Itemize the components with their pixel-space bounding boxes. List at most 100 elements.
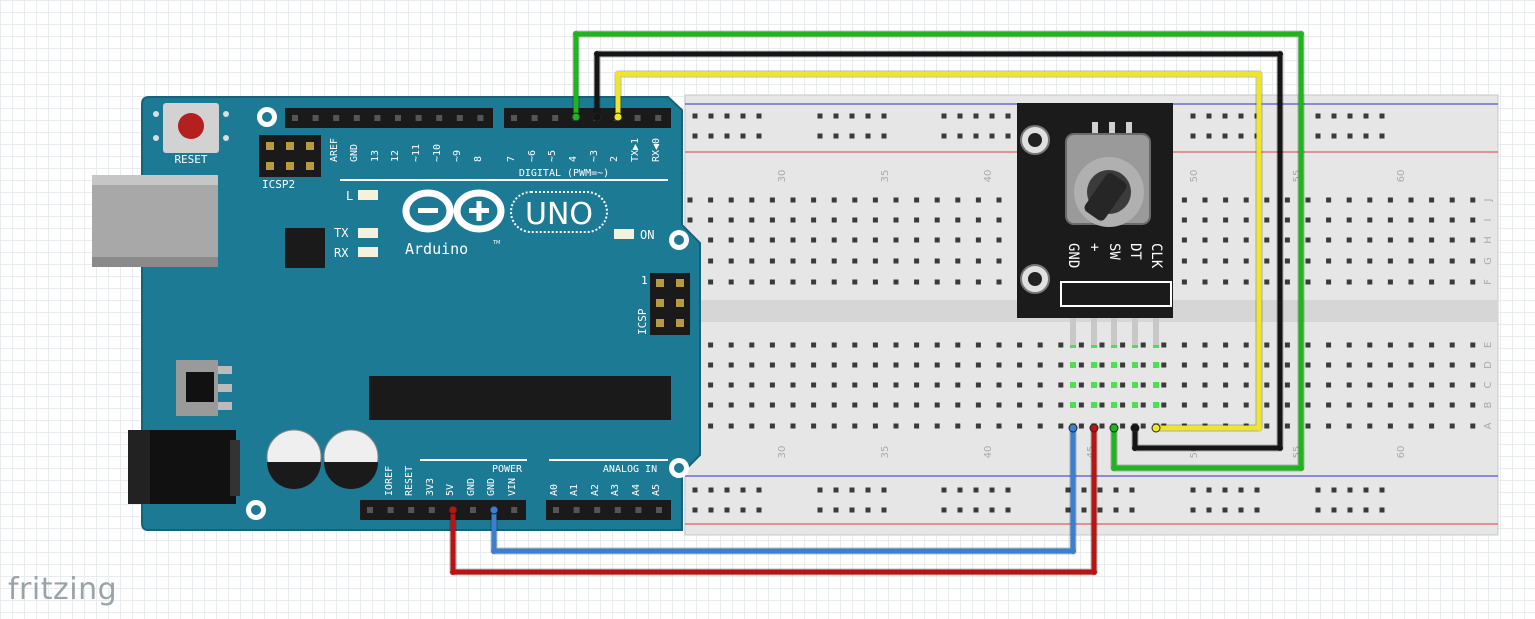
connected-hole xyxy=(1070,402,1076,408)
header-pin xyxy=(553,507,559,513)
breadboard-hole xyxy=(1181,258,1187,264)
analog-pin-label: A0 xyxy=(549,484,560,496)
rail-hole xyxy=(865,133,871,139)
breadboard-hole xyxy=(1326,402,1332,408)
breadboard-hole xyxy=(996,197,1002,203)
breadboard-hole xyxy=(811,402,817,408)
breadboard-hole xyxy=(1408,423,1414,429)
row-letter: F xyxy=(1483,279,1494,285)
breadboard-hole xyxy=(1346,382,1352,388)
wire-blue[interactable] xyxy=(491,428,1076,554)
column-number: 35 xyxy=(880,170,891,183)
header-pin xyxy=(531,115,538,121)
breadboard-hole xyxy=(1326,423,1332,429)
breadboard-hole xyxy=(975,279,981,285)
breadboard-hole xyxy=(1367,217,1373,223)
breadboard-hole xyxy=(1305,423,1311,429)
breadboard-hole xyxy=(872,382,878,388)
breadboard-hole xyxy=(811,423,817,429)
breadboard-hole xyxy=(1058,342,1064,348)
breadboard-hole xyxy=(1181,237,1187,243)
breadboard-hole xyxy=(1305,342,1311,348)
breadboard-hole xyxy=(934,362,940,368)
breadboard-hole xyxy=(1346,362,1352,368)
breadboard-hole xyxy=(914,217,920,223)
breadboard-hole xyxy=(1264,217,1270,223)
breadboard-hole xyxy=(1408,402,1414,408)
breadboard-hole xyxy=(893,423,899,429)
breadboard-hole xyxy=(1284,362,1290,368)
breadboard-hole xyxy=(1470,258,1476,264)
breadboard-hole xyxy=(708,197,714,203)
icsp2-pin xyxy=(266,142,274,150)
breadboard-hole xyxy=(811,258,817,264)
rail-hole xyxy=(692,487,698,493)
breadboard-hole xyxy=(708,423,714,429)
breadboard-hole xyxy=(1284,382,1290,388)
power-pin-label: RESET xyxy=(404,466,415,496)
breadboard-hole xyxy=(1346,423,1352,429)
wire-bend xyxy=(1298,465,1304,471)
breadboard-hole xyxy=(1037,402,1043,408)
encoder-knob[interactable] xyxy=(1083,170,1131,223)
breadboard-hole xyxy=(1346,342,1352,348)
breadboard-hole xyxy=(769,217,775,223)
breadboard-hole xyxy=(955,382,961,388)
breadboard-hole xyxy=(790,217,796,223)
breadboard-hole xyxy=(852,237,858,243)
led-tx-label: TX xyxy=(334,226,349,240)
breadboard-hole xyxy=(1367,362,1373,368)
breadboard-hole xyxy=(749,258,755,264)
rail-hole xyxy=(849,133,855,139)
column-number: 40 xyxy=(983,446,994,459)
rail-hole xyxy=(957,133,963,139)
breadboard-hole xyxy=(1284,402,1290,408)
rail-hole xyxy=(1315,487,1321,493)
column-number: 40 xyxy=(983,170,994,183)
rail-hole xyxy=(1363,487,1369,493)
wire-bend xyxy=(1070,548,1076,554)
power-pin-label: 5V xyxy=(445,484,456,496)
power-pin-label: GND xyxy=(486,478,497,496)
breadboard-hole xyxy=(1408,197,1414,203)
breadboard-hole xyxy=(728,279,734,285)
header-pin xyxy=(511,507,518,513)
breadboard-hole xyxy=(769,342,775,348)
column-number: 60 xyxy=(1396,446,1407,459)
breadboard-hole xyxy=(1326,279,1332,285)
wire-black[interactable] xyxy=(594,51,1283,451)
header-pin xyxy=(395,115,401,121)
power-pin-label: 3V3 xyxy=(425,478,436,496)
rail-hole xyxy=(1238,507,1244,513)
breadboard-hole xyxy=(1305,217,1311,223)
connected-hole xyxy=(1111,402,1117,408)
capacitor-2 xyxy=(323,429,379,489)
rail-hole xyxy=(1129,507,1135,513)
rail-hole xyxy=(1238,487,1244,493)
breadboard-hole xyxy=(1058,423,1064,429)
breadboard-hole xyxy=(749,362,755,368)
breadboard-hole xyxy=(1305,362,1311,368)
wire-bend xyxy=(1256,71,1262,77)
wire-red[interactable] xyxy=(450,428,1097,575)
breadboard-hole xyxy=(1387,362,1393,368)
breadboard-hole xyxy=(1408,342,1414,348)
wire-green[interactable] xyxy=(573,31,1304,471)
wire-end xyxy=(613,112,623,122)
breadboard-hole xyxy=(1470,279,1476,285)
rail-hole xyxy=(833,133,839,139)
breadboard-hole xyxy=(934,279,940,285)
breadboard-hole xyxy=(831,197,837,203)
reset-button-cap[interactable] xyxy=(178,113,204,139)
breadboard-hole xyxy=(1037,362,1043,368)
rail-hole xyxy=(1379,113,1385,119)
breadboard-hole xyxy=(790,423,796,429)
breadboard-hole xyxy=(1429,197,1435,203)
connected-hole xyxy=(1091,382,1097,388)
breadboard-hole xyxy=(996,258,1002,264)
breadboard-hole xyxy=(1140,362,1146,368)
breadboard-hole xyxy=(790,258,796,264)
breadboard-hole xyxy=(728,342,734,348)
wire-end xyxy=(571,112,581,122)
